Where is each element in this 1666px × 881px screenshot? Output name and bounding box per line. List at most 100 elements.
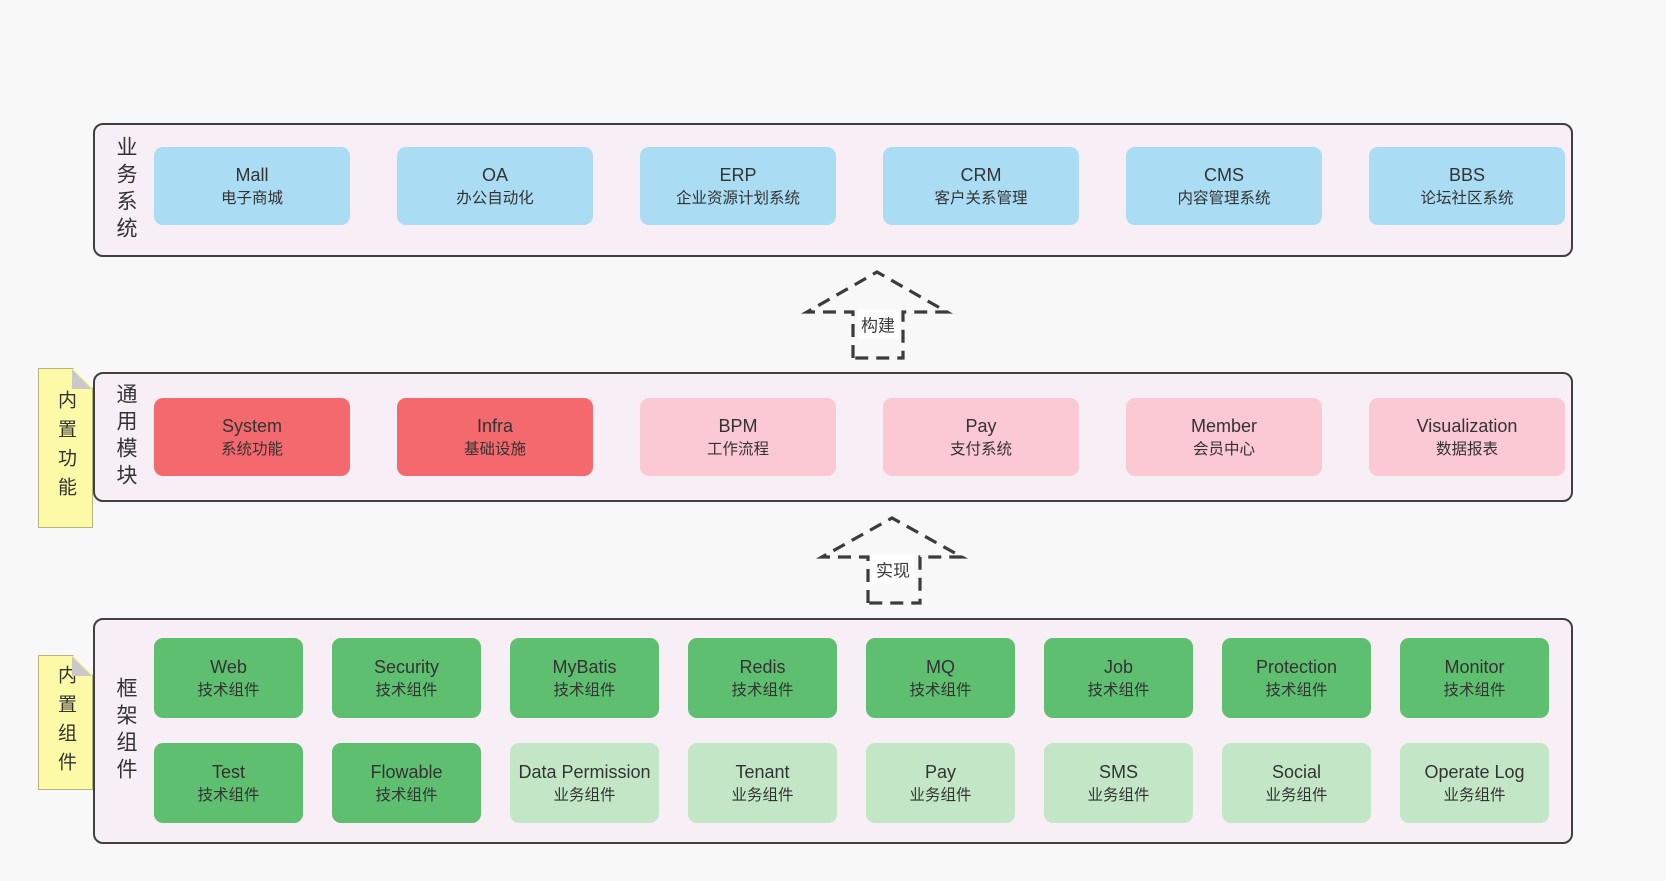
node-pay-component: Pay 业务组件	[866, 743, 1015, 823]
node-mq: MQ 技术组件	[866, 638, 1015, 718]
node-security: Security 技术组件	[332, 638, 481, 718]
node-title: Test	[211, 761, 245, 782]
node-mybatis: MyBatis 技术组件	[510, 638, 659, 718]
node-data-permission: Data Permission 业务组件	[510, 743, 659, 823]
node-subtitle: 客户关系管理	[934, 189, 1028, 207]
node-member: Member 会员中心	[1126, 398, 1322, 476]
node-operate-log: Operate Log 业务组件	[1400, 743, 1549, 823]
node-subtitle: 业务组件	[909, 786, 972, 804]
node-protection: Protection 技术组件	[1222, 638, 1371, 718]
node-subtitle: 系统功能	[220, 440, 283, 458]
node-title: Operate Log	[1424, 761, 1525, 782]
common-modules-row: System 系统功能 Infra 基础设施 BPM 工作流程 Pay 支付系统…	[154, 398, 1565, 476]
node-subtitle: 业务组件	[1265, 786, 1328, 804]
node-subtitle: 技术组件	[1443, 681, 1506, 699]
node-title: MQ	[926, 656, 955, 677]
node-crm: CRM 客户关系管理	[883, 147, 1079, 225]
node-title: Job	[1103, 656, 1134, 677]
node-subtitle: 技术组件	[197, 681, 260, 699]
build-arrow-label: 构建	[857, 309, 899, 339]
node-monitor: Monitor 技术组件	[1400, 638, 1549, 718]
node-sms: SMS 业务组件	[1044, 743, 1193, 823]
node-infra: Infra 基础设施	[397, 398, 593, 476]
node-title: Pay	[924, 761, 957, 782]
node-title: Tenant	[735, 761, 790, 782]
node-subtitle: 技术组件	[1265, 681, 1328, 699]
node-subtitle: 业务组件	[1087, 786, 1150, 804]
framework-components-row-1: Web 技术组件 Security 技术组件 MyBatis 技术组件 Redi…	[154, 638, 1549, 718]
node-cms: CMS 内容管理系统	[1126, 147, 1322, 225]
section-business-systems: 业务系统 Mall 电子商城 OA 办公自动化 ERP 企业资源计划系统 CRM…	[93, 123, 1573, 257]
node-subtitle: 业务组件	[1443, 786, 1506, 804]
node-title: Social	[1271, 761, 1322, 782]
section-framework-components: 框架组件 Web 技术组件 Security 技术组件 MyBatis 技术组件…	[93, 618, 1573, 844]
business-systems-row: Mall 电子商城 OA 办公自动化 ERP 企业资源计划系统 CRM 客户关系…	[154, 147, 1565, 225]
node-subtitle: 技术组件	[375, 786, 438, 804]
node-oa: OA 办公自动化	[397, 147, 593, 225]
node-subtitle: 技术组件	[1087, 681, 1150, 699]
node-redis: Redis 技术组件	[688, 638, 837, 718]
node-title: System	[221, 415, 282, 436]
node-subtitle: 技术组件	[553, 681, 616, 699]
node-subtitle: 技术组件	[731, 681, 794, 699]
node-job: Job 技术组件	[1044, 638, 1193, 718]
node-title: Security	[373, 656, 440, 677]
node-erp: ERP 企业资源计划系统	[640, 147, 836, 225]
node-subtitle: 基础设施	[463, 440, 526, 458]
node-bpm: BPM 工作流程	[640, 398, 836, 476]
node-title: Member	[1190, 415, 1257, 436]
node-title: CRM	[960, 164, 1002, 185]
sticky-note-built-in-components: 内置组件	[38, 655, 93, 790]
node-system: System 系统功能	[154, 398, 350, 476]
section-label-common-modules: 通用模块	[114, 383, 137, 491]
node-subtitle: 会员中心	[1192, 440, 1255, 458]
node-subtitle: 内容管理系统	[1177, 189, 1271, 207]
node-subtitle: 业务组件	[731, 786, 794, 804]
node-social: Social 业务组件	[1222, 743, 1371, 823]
node-title: Infra	[476, 415, 514, 436]
node-subtitle: 数据报表	[1435, 440, 1498, 458]
node-mall: Mall 电子商城	[154, 147, 350, 225]
section-label-framework-components: 框架组件	[114, 677, 137, 785]
node-subtitle: 工作流程	[706, 440, 769, 458]
node-title: Pay	[965, 415, 997, 436]
node-title: Flowable	[370, 761, 443, 782]
node-title: MyBatis	[552, 656, 617, 677]
node-tenant: Tenant 业务组件	[688, 743, 837, 823]
node-title: BPM	[718, 415, 758, 436]
node-title: Data Permission	[518, 761, 651, 782]
implement-arrow-label: 实现	[872, 554, 914, 584]
node-subtitle: 办公自动化	[456, 189, 534, 207]
section-common-modules: 通用模块 System 系统功能 Infra 基础设施 BPM 工作流程 Pay…	[93, 372, 1573, 502]
node-test: Test 技术组件	[154, 743, 303, 823]
node-subtitle: 业务组件	[553, 786, 616, 804]
build-arrow-icon	[800, 270, 954, 360]
node-title: Monitor	[1444, 656, 1505, 677]
node-title: CMS	[1204, 164, 1244, 185]
node-visualization: Visualization 数据报表	[1369, 398, 1565, 476]
section-label-business-systems: 业务系统	[114, 136, 137, 244]
node-subtitle: 论坛社区系统	[1420, 189, 1514, 207]
node-title: ERP	[719, 164, 757, 185]
node-bbs: BBS 论坛社区系统	[1369, 147, 1565, 225]
node-subtitle: 技术组件	[197, 786, 260, 804]
node-title: Web	[210, 656, 247, 677]
node-web: Web 技术组件	[154, 638, 303, 718]
node-subtitle: 企业资源计划系统	[675, 189, 800, 207]
node-title: Visualization	[1416, 415, 1518, 436]
node-subtitle: 技术组件	[375, 681, 438, 699]
node-title: Protection	[1255, 656, 1338, 677]
node-subtitle: 支付系统	[949, 440, 1012, 458]
framework-components-row-2: Test 技术组件 Flowable 技术组件 Data Permission …	[154, 743, 1549, 823]
node-subtitle: 电子商城	[220, 189, 283, 207]
sticky-note-built-in-features: 内置功能	[38, 368, 93, 528]
node-title: SMS	[1098, 761, 1138, 782]
implement-arrow-icon	[815, 516, 969, 605]
node-title: OA	[481, 164, 508, 185]
node-subtitle: 技术组件	[909, 681, 972, 699]
node-pay-system: Pay 支付系统	[883, 398, 1079, 476]
node-title: Mall	[235, 164, 269, 185]
node-flowable: Flowable 技术组件	[332, 743, 481, 823]
